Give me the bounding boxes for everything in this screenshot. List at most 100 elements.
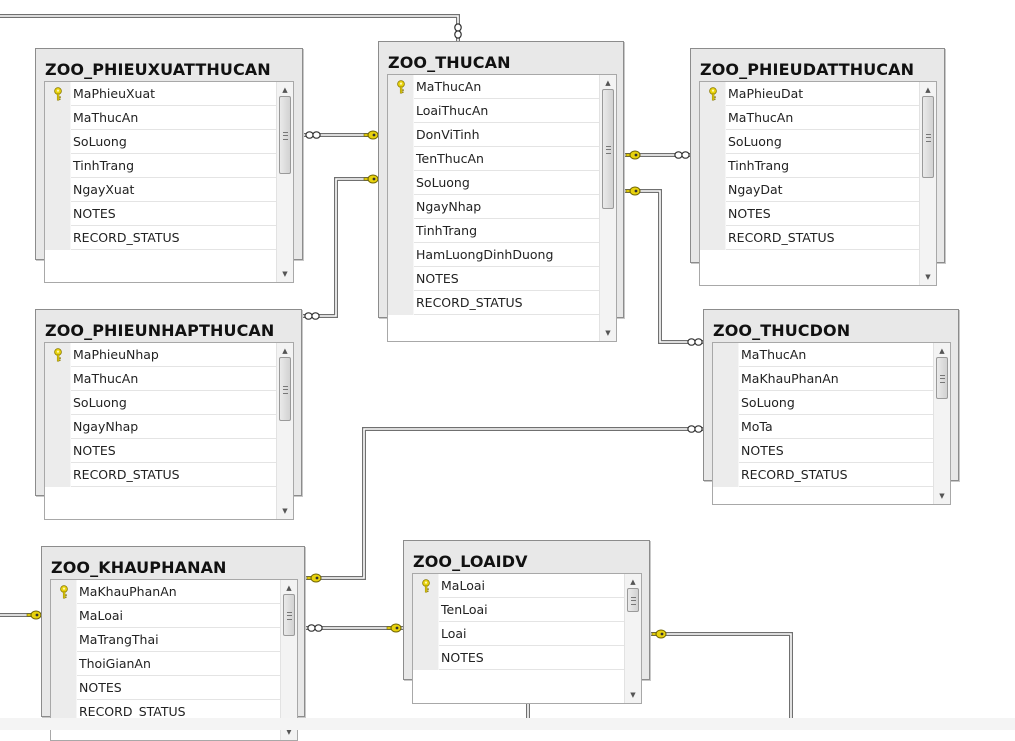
column-row[interactable]: TenThucAn [388, 146, 599, 171]
scroll-up-icon[interactable]: ▲ [286, 584, 292, 592]
scroll-thumb[interactable] [936, 357, 948, 399]
column-row[interactable]: NOTES [713, 438, 933, 463]
scroll-up-icon[interactable]: ▲ [282, 86, 288, 94]
column-row[interactable]: TinhTrang [700, 153, 919, 178]
wire-top[interactable] [0, 15, 459, 41]
scroll-up-icon[interactable]: ▲ [939, 347, 945, 355]
scroll-down-icon[interactable]: ▼ [282, 270, 288, 278]
column-row[interactable]: RECORD_STATUS [45, 462, 276, 487]
column-row[interactable]: NgayNhap [45, 414, 276, 439]
vertical-scrollbar[interactable]: ▲▼ [276, 343, 293, 519]
scroll-thumb[interactable] [279, 96, 291, 174]
vertical-scrollbar[interactable]: ▲▼ [933, 343, 950, 504]
column-row[interactable]: SoLuong [700, 129, 919, 154]
column-row[interactable]: MaLoai [413, 574, 624, 598]
column-row[interactable]: NOTES [388, 266, 599, 291]
column-row[interactable]: SoLuong [45, 390, 276, 415]
infinity-icon [674, 151, 690, 159]
column-row[interactable]: NOTES [700, 201, 919, 226]
column-row[interactable]: RECORD_STATUS [388, 290, 599, 315]
scroll-thumb[interactable] [283, 594, 295, 636]
column-row[interactable]: MaKhauPhanAn [713, 366, 933, 391]
column-row[interactable]: ThoiGianAn [51, 651, 280, 676]
scroll-up-icon[interactable]: ▲ [925, 86, 931, 94]
column-row[interactable]: MaTrangThai [51, 627, 280, 652]
scroll-thumb[interactable] [922, 96, 934, 178]
scroll-up-icon[interactable]: ▲ [605, 79, 611, 87]
column-row[interactable]: MaThucAn [713, 343, 933, 367]
column-row[interactable]: TinhTrang [388, 218, 599, 243]
vertical-scrollbar[interactable]: ▲▼ [276, 82, 293, 282]
vertical-scrollbar[interactable]: ▲▼ [599, 75, 616, 341]
scroll-thumb[interactable] [279, 357, 291, 421]
scroll-up-icon[interactable]: ▲ [630, 578, 636, 586]
column-row[interactable]: SoLuong [713, 390, 933, 415]
column-name: NOTES [728, 206, 771, 221]
column-row[interactable]: RECORD_STATUS [700, 225, 919, 250]
column-row[interactable]: NOTES [45, 438, 276, 463]
column-row[interactable]: NOTES [45, 201, 276, 226]
scroll-up-icon[interactable]: ▲ [282, 347, 288, 355]
scroll-thumb[interactable] [602, 89, 614, 209]
column-row[interactable]: HamLuongDinhDuong [388, 242, 599, 267]
column-row[interactable]: MaPhieuDat [700, 82, 919, 106]
column-row[interactable]: MaThucAn [700, 105, 919, 130]
vertical-scrollbar[interactable]: ▲▼ [919, 82, 936, 285]
column-row[interactable]: MaPhieuNhap [45, 343, 276, 367]
column-row[interactable]: LoaiThucAn [388, 98, 599, 123]
wire-thucdon-khauphanan[interactable] [305, 428, 703, 579]
scroll-down-icon[interactable]: ▼ [630, 691, 636, 699]
column-row[interactable]: MaThucAn [388, 75, 599, 99]
column-name: RECORD_STATUS [741, 467, 848, 482]
scroll-down-icon[interactable]: ▼ [605, 329, 611, 337]
column-row[interactable]: SoLuong [45, 129, 276, 154]
column-row[interactable]: MaKhauPhanAn [51, 580, 280, 604]
column-name: TinhTrang [416, 223, 478, 238]
column-row[interactable]: RECORD_STATUS [713, 462, 933, 487]
column-row[interactable]: SoLuong [388, 170, 599, 195]
wire-thucdon-thucan[interactable] [624, 190, 703, 343]
column-row[interactable]: MaThucAn [45, 105, 276, 130]
column-row[interactable]: MaPhieuXuat [45, 82, 276, 106]
row-gutter [51, 603, 77, 628]
column-row[interactable]: NOTES [51, 675, 280, 700]
scroll-down-icon[interactable]: ▼ [282, 507, 288, 515]
column-row[interactable]: MaThucAn [45, 366, 276, 391]
column-row[interactable]: NgayNhap [388, 194, 599, 219]
column-row[interactable]: TenLoai [413, 597, 624, 622]
column-name: TinhTrang [73, 158, 135, 173]
row-gutter [51, 627, 77, 652]
vertical-scrollbar[interactable]: ▲▼ [280, 580, 297, 740]
column-row[interactable]: NgayXuat [45, 177, 276, 202]
column-row[interactable]: RECORD_STATUS [45, 225, 276, 250]
column-name: RECORD_STATUS [728, 230, 835, 245]
wire-loaidv-right[interactable] [650, 633, 792, 730]
vertical-scrollbar[interactable]: ▲▼ [624, 574, 641, 703]
column-row[interactable]: NgayDat [700, 177, 919, 202]
column-row[interactable]: Loai [413, 621, 624, 646]
scroll-down-icon[interactable]: ▼ [925, 273, 931, 281]
scroll-thumb[interactable] [627, 588, 639, 612]
column-row[interactable]: DonViTinh [388, 122, 599, 147]
wire-phieunhap-thucan[interactable] [302, 178, 378, 317]
column-row[interactable]: TinhTrang [45, 153, 276, 178]
key-icon [386, 623, 402, 633]
scroll-down-icon[interactable]: ▼ [939, 492, 945, 500]
column-row[interactable]: NOTES [413, 645, 624, 670]
column-row[interactable]: MoTa [713, 414, 933, 439]
column-row[interactable]: MaLoai [51, 603, 280, 628]
